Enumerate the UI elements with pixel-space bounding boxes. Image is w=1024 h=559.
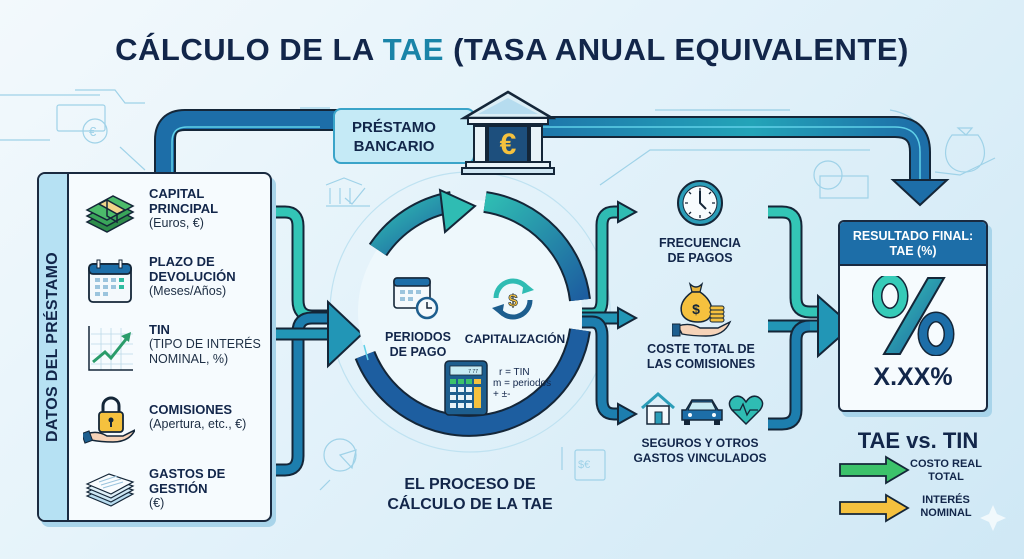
factor-seguros-label: SEGUROS Y OTROS GASTOS VINCULADOS (633, 436, 767, 465)
result-value: X.XX% (873, 363, 953, 391)
calendar-icon (88, 259, 132, 303)
factor-comisiones-label: COSTE TOTAL DE LAS COMISIONES (646, 342, 756, 371)
green-arrow-icon (839, 455, 910, 485)
bank-euro-icon: € (460, 90, 556, 175)
formula-legend: r = TIN m = periodos + ±- (493, 367, 552, 400)
svg-text:$: $ (692, 301, 700, 317)
comparison-title: TAE vs. TIN (857, 428, 979, 453)
page-title: CÁLCULO DE LA TAE (TASA ANUAL EQUIVALENT… (115, 32, 909, 67)
svg-text:$€: $€ (578, 459, 590, 471)
periodos-label: PERIODOS DE PAGO (385, 330, 451, 359)
capitalizacion-label: CAPITALIZACIÓN (464, 332, 566, 346)
svg-text:$: $ (508, 291, 518, 310)
capitalization-cycle-icon: $ (492, 278, 534, 320)
calculator-icon: 7 77 (444, 360, 488, 416)
house-car-health-icon (641, 392, 764, 426)
yellow-arrow-icon (839, 493, 910, 523)
result-header: RESULTADO FINAL: TAE (%) (840, 222, 986, 266)
loan-data-panel: DATOS DEL PRÉSTAMO CAPITAL PRINCIPAL(Eur… (37, 172, 272, 522)
money-bag-hand-icon: $ (672, 281, 732, 337)
percent-symbol-icon (872, 276, 955, 356)
legend-interes-nominal: INTERÉS NOMINAL (920, 494, 972, 519)
panel-item-tin: TIN(TIPO DE INTERÉS NOMINAL, %) (77, 320, 267, 382)
title-highlight: TAE (382, 32, 444, 67)
calendar-clock-icon (393, 277, 439, 320)
svg-text:€: € (500, 128, 517, 161)
panel-item-gastos: GASTOS DE GESTIÓN(€) (77, 458, 267, 520)
bank-label: PRÉSTAMO BANCARIO (333, 108, 475, 164)
panel-item-plazo: PLAZO DE DEVOLUCIÓN(Meses/Años) (77, 252, 267, 314)
documents-stack-icon (85, 473, 135, 507)
factor-frecuencia-label: FRECUENCIA DE PAGOS (659, 236, 741, 265)
clock-icon (677, 180, 723, 226)
panel-item-capital: CAPITAL PRINCIPAL(Euros, €) (77, 184, 267, 246)
svg-text:7 77: 7 77 (468, 369, 478, 375)
money-stack-icon (85, 195, 135, 233)
panel-side-label: DATOS DEL PRÉSTAMO (39, 174, 69, 520)
padlock-hand-icon (83, 396, 135, 444)
rising-chart-icon (88, 326, 133, 371)
legend-costo-real: COSTO REAL TOTAL (910, 458, 982, 483)
panel-item-comisiones: COMISIONES(Apertura, etc., €) (77, 392, 267, 454)
svg-text:€: € (89, 124, 97, 139)
process-title: EL PROCESO DE CÁLCULO DE LA TAE (387, 476, 553, 513)
result-card: RESULTADO FINAL: TAE (%) X.XX% (838, 220, 988, 412)
